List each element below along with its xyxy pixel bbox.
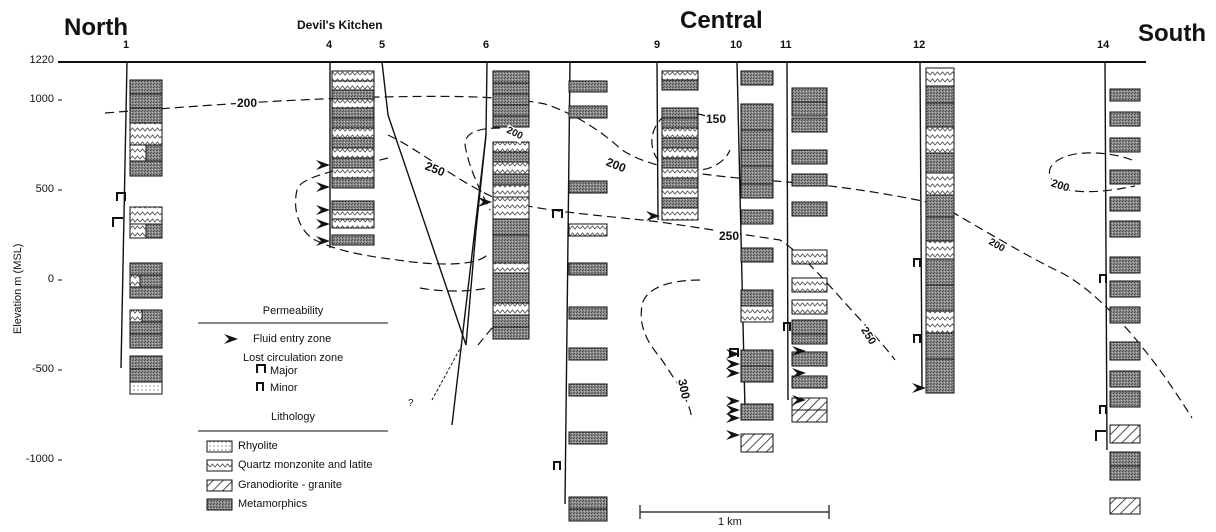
isotherm-label-250-central: 250 <box>718 229 741 243</box>
legend-lost-circulation: Lost circulation zone <box>243 352 344 364</box>
scale-label: 1 km <box>718 516 742 528</box>
well-label-14: 14 <box>1097 39 1110 51</box>
well-label-9: 9 <box>654 39 661 51</box>
well-6-column <box>492 70 530 340</box>
isotherm-label-150: 150 <box>705 112 728 126</box>
legend-granodiorite: Granodiorite - granite <box>238 479 342 491</box>
well-traces <box>120 61 1108 505</box>
region-central: Central <box>680 7 763 34</box>
well-label-12: 12 <box>913 39 926 51</box>
lost-circulation-markers <box>112 192 1107 470</box>
legend-rhyolite: Rhyolite <box>238 440 278 452</box>
well-label-1: 1 <box>123 39 130 51</box>
scale-bar <box>639 505 830 519</box>
elev-tick-500: 500 <box>35 183 54 195</box>
legend-major: Major <box>270 365 298 377</box>
legend-metamorphics: Metamorphics <box>238 498 308 510</box>
well-12-column <box>925 67 955 394</box>
well-14-column <box>1109 88 1141 515</box>
elev-tick-1000: 1000 <box>29 93 54 105</box>
legend-lithology-title: Lithology <box>270 411 316 423</box>
region-north: North <box>64 14 128 41</box>
well-label-4: 4 <box>326 39 333 51</box>
legend-minor: Minor <box>270 382 298 394</box>
uncertain-fault-mark: ? <box>408 398 414 409</box>
region-south: South <box>1138 20 1206 47</box>
legend-minor-icon <box>256 382 264 391</box>
elev-tick-neg500: -500 <box>31 363 54 375</box>
legend-rhyolite-swatch <box>206 440 233 453</box>
well-6-side-column <box>568 80 608 522</box>
elevation-axis-title: Elevation m (MSL) <box>12 243 24 334</box>
well-4-column <box>331 70 375 246</box>
isotherm-label-200-north: 200 <box>236 96 259 110</box>
legend-quartz-swatch <box>206 459 233 472</box>
elevation-axis <box>58 61 62 461</box>
legend-quartz: Quartz monzonite and latite <box>238 459 373 471</box>
legend-arrow-icon <box>224 334 238 344</box>
well-10-column <box>740 70 774 453</box>
legend-fluid-entry: Fluid entry zone <box>253 333 332 345</box>
well-label-6: 6 <box>483 39 490 51</box>
devils-kitchen-label: Devil's Kitchen <box>297 18 383 32</box>
elev-tick-neg1000: -1000 <box>25 453 54 465</box>
legend-permeability-title: Permeability <box>262 305 324 317</box>
elev-tick-1220: 1220 <box>29 54 54 66</box>
well-label-11: 11 <box>780 39 792 51</box>
well-9-column <box>661 70 699 221</box>
well-label-10: 10 <box>730 39 743 51</box>
well-1-column <box>129 79 163 395</box>
well-11-column <box>791 87 828 423</box>
legend-major-icon <box>256 364 266 373</box>
legend-grano-swatch <box>206 479 233 492</box>
well-label-5: 5 <box>379 39 386 51</box>
legend-meta-swatch <box>206 498 233 511</box>
elev-tick-0: 0 <box>47 273 54 285</box>
isotherm-lines <box>104 95 1193 421</box>
